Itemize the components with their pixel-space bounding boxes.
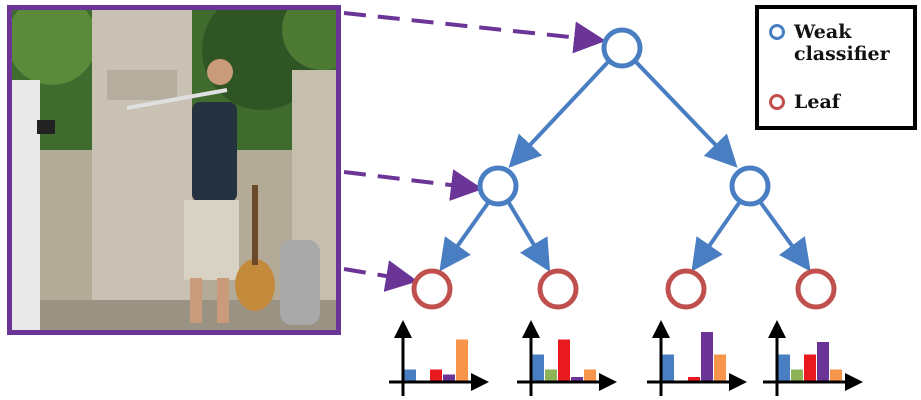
- guitar: [235, 259, 275, 311]
- histogram-bar: [662, 354, 674, 382]
- histogram-bar: [791, 369, 803, 382]
- histogram-bar: [532, 354, 544, 382]
- leaf-icon: [769, 94, 785, 110]
- photo-to-node-arrow: [343, 169, 483, 201]
- legend-weak-classifier-label: Weak classifier: [794, 21, 890, 65]
- foliage-clump: [12, 10, 97, 85]
- player-head: [207, 59, 233, 85]
- edge-right-leaf4: [759, 201, 811, 272]
- stone-monument: [92, 10, 192, 310]
- histogram-bar: [830, 369, 842, 382]
- player-shirt: [192, 102, 237, 202]
- legend-weak-label-line1: Weak: [794, 21, 852, 43]
- leaf-histogram-4: [763, 320, 863, 396]
- leaf-histogram-2: [517, 320, 617, 396]
- bystander: [12, 80, 40, 330]
- leaf-histograms: [389, 320, 863, 396]
- photo-scene: [12, 10, 336, 330]
- player-leg: [217, 278, 229, 323]
- instrument-bag: [280, 240, 320, 325]
- leaf-node-3: [665, 268, 707, 310]
- histogram-bar: [558, 339, 570, 382]
- edge-right-leaf3: [691, 201, 741, 272]
- legend: Weak classifier Leaf: [755, 5, 917, 130]
- histogram-bar: [701, 332, 713, 382]
- leaf-node-4: [795, 268, 837, 310]
- edge-left-leaf2: [507, 201, 551, 272]
- input-photo: [7, 5, 341, 335]
- histogram-bar: [817, 342, 829, 382]
- weak-classifier-node-root: [601, 27, 643, 69]
- guitar-neck: [252, 185, 258, 265]
- histogram-bar: [778, 354, 790, 382]
- player-shorts: [184, 200, 239, 280]
- camera: [37, 120, 55, 134]
- leaf-node-2: [537, 268, 579, 310]
- player-leg: [190, 278, 202, 323]
- histogram-bar: [545, 369, 557, 382]
- histogram-bar: [804, 354, 816, 382]
- histogram-bar: [688, 377, 700, 382]
- leaf-histogram-3: [647, 320, 747, 396]
- legend-item-weak-classifier: Weak classifier: [769, 21, 890, 65]
- edge-root-left: [508, 60, 610, 168]
- edge-left-leaf1: [439, 201, 490, 272]
- photo-to-leaf-arrow: [343, 260, 418, 292]
- weak-classifier-node-left: [477, 165, 519, 207]
- histogram-bar: [571, 377, 583, 382]
- legend-weak-label-line2: classifier: [794, 43, 890, 65]
- weak-classifier-node-right: [729, 165, 771, 207]
- monument-carving: [107, 70, 177, 100]
- foliage-clump: [282, 10, 336, 70]
- leaf-histogram-1: [389, 320, 489, 396]
- histogram-bar: [714, 354, 726, 382]
- histogram-bar: [430, 369, 442, 382]
- edge-root-right: [634, 60, 738, 168]
- flute: [126, 88, 228, 110]
- histogram-bar: [443, 374, 455, 382]
- histogram-bar: [404, 369, 416, 382]
- weak-classifier-icon: [769, 24, 785, 40]
- photo-to-root-arrow: [343, 11, 606, 54]
- histogram-bar: [584, 369, 596, 382]
- legend-leaf-label: Leaf: [794, 91, 840, 113]
- legend-item-leaf: Leaf: [769, 91, 840, 113]
- histogram-bar: [456, 339, 468, 382]
- leaf-node-1: [411, 268, 453, 310]
